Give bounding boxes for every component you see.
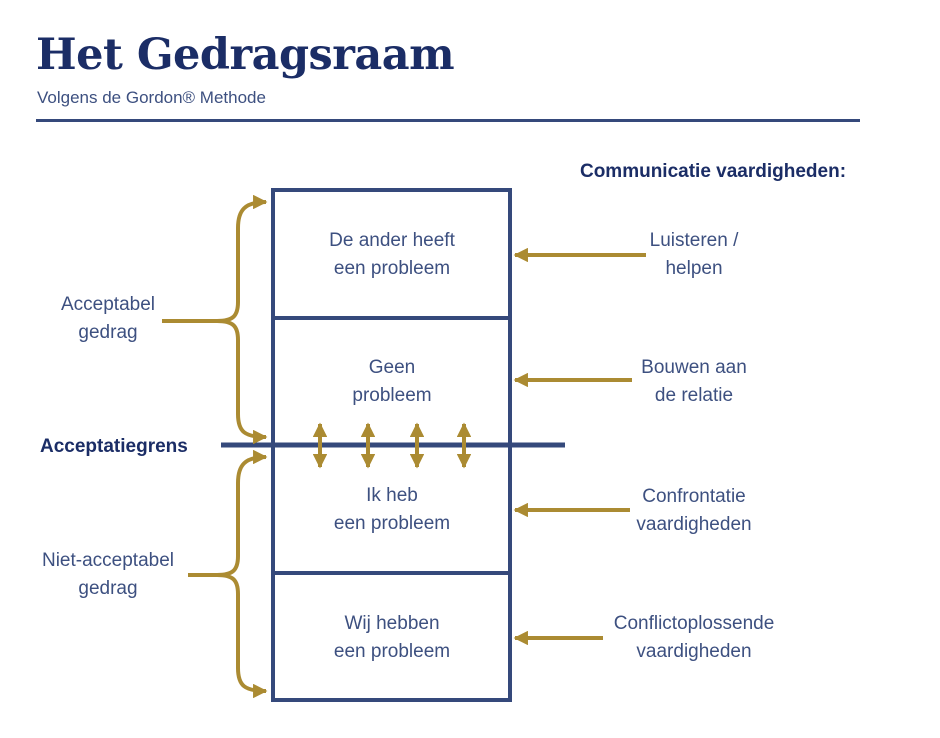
label-acceptable-behavior: Acceptabel gedrag (60, 294, 156, 343)
box-label-other-has-problem: De ander heeft een probleem (329, 230, 455, 279)
header-divider (36, 119, 860, 122)
skill-arrows (513, 247, 646, 646)
skill-label-confrontation: Confrontatie vaardigheden (636, 486, 752, 535)
communication-skills-header: Communicatie vaardigheden: (579, 161, 847, 182)
box-label-i-have-problem: Ik heb een probleem (333, 485, 451, 534)
page-title: Het Gedragsraam (36, 30, 455, 80)
label-acceptance-boundary: Acceptatiegrens (40, 436, 188, 457)
acceptable-range-brace (162, 194, 268, 445)
skill-label-listening: Luisteren / helpen (649, 230, 739, 279)
brace-curve (216, 449, 268, 699)
skill-label-conflict-resolution: Conflictoplossende vaardigheden (613, 613, 775, 662)
exchange-arrows (312, 422, 472, 469)
brace-curve (216, 194, 268, 445)
box-label-no-problem: Geen probleem (352, 357, 432, 406)
label-not-acceptable-behavior: Niet-acceptabel gedrag (41, 550, 175, 599)
page-subtitle: Volgens de Gordon® Methode (37, 88, 266, 107)
box-label-we-have-problem: Wij hebben een probleem (333, 613, 451, 662)
skill-label-building-relation: Bouwen aan de relatie (641, 357, 747, 406)
not-acceptable-range-brace (188, 449, 268, 699)
